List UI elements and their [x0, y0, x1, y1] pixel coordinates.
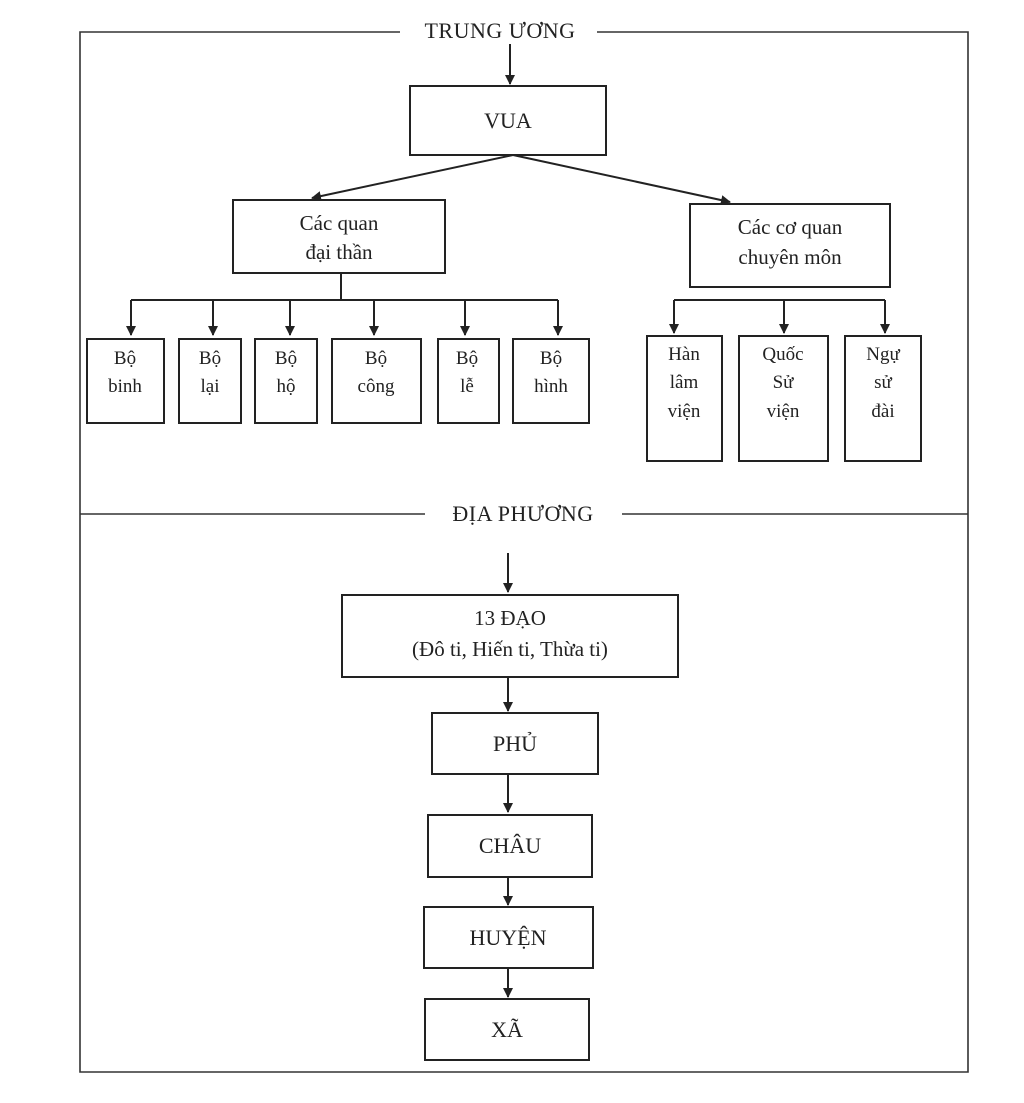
dao-box: 13 ĐẠO (Đô ti, Hiến ti, Thừa ti) — [341, 594, 679, 678]
local-heading: ĐỊA PHƯƠNG — [452, 501, 593, 526]
chau-label: CHÂU — [479, 833, 541, 858]
ministry-lai-line-2: lại — [201, 376, 220, 397]
ministry-box-le: Bộ lễ — [437, 338, 500, 424]
ministry-box-hinh: Bộ hình — [512, 338, 590, 424]
chau-box: CHÂU — [427, 814, 593, 878]
ministry-cong-line-2: công — [358, 376, 395, 397]
agency-quoc-su-vien-line-1: Quốc — [762, 344, 803, 365]
dao-label-line-2: (Đô ti, Hiến ti, Thừa ti) — [412, 637, 608, 661]
phu-label: PHỦ — [493, 731, 537, 756]
ministry-le-line-2: lễ — [460, 376, 474, 397]
agency-quoc-su-vien-line-3: viện — [767, 401, 800, 422]
specialized-label-line-1: Các cơ quan — [738, 215, 843, 239]
agency-han-lam-vien-line-1: Hàn — [668, 344, 700, 365]
xa-label: XÃ — [491, 1017, 523, 1042]
ministry-ho-line-2: hộ — [277, 376, 296, 397]
ministers-label-line-1: Các quan — [300, 211, 379, 235]
ministry-binh-line-2: binh — [108, 376, 142, 397]
huyen-label: HUYỆN — [470, 925, 547, 950]
agency-ngu-su-dai-line-2: sử — [874, 372, 892, 393]
central-heading: TRUNG ƯƠNG — [424, 18, 575, 43]
huyen-box: HUYỆN — [423, 906, 594, 969]
agency-ngu-su-dai-line-3: đài — [871, 401, 894, 422]
specialized-agencies-box: Các cơ quan chuyên môn — [689, 203, 891, 288]
king-label: VUA — [484, 108, 532, 133]
arrow-king-to-ministers — [311, 154, 514, 202]
ministry-ho-line-1: Bộ — [275, 348, 297, 369]
arrow-king-to-specialized — [512, 154, 731, 205]
ministry-hinh-line-1: Bộ — [540, 348, 562, 369]
ministry-le-line-1: Bộ — [456, 348, 478, 369]
phu-box: PHỦ — [431, 712, 599, 775]
dao-label-line-1: 13 ĐẠO — [474, 606, 546, 630]
agency-box-ngu-su-dai: Ngự sử đài — [844, 335, 922, 462]
frame-border — [79, 31, 969, 1073]
xa-box: XÃ — [424, 998, 590, 1061]
ministry-binh-line-1: Bộ — [114, 348, 136, 369]
agency-ngu-su-dai-line-1: Ngự — [866, 344, 900, 365]
agency-quoc-su-vien-line-2: Sử — [773, 372, 795, 393]
ministry-cong-line-1: Bộ — [365, 348, 387, 369]
ministry-box-binh: Bộ binh — [86, 338, 165, 424]
ministers-label-line-2: đại thần — [305, 240, 373, 264]
ministers-box: Các quan đại thần — [232, 199, 446, 274]
agency-han-lam-vien-line-2: lâm — [670, 372, 699, 393]
agency-box-quoc-su-vien: Quốc Sử viện — [738, 335, 829, 462]
king-box: VUA — [409, 85, 607, 156]
ministry-box-lai: Bộ lại — [178, 338, 242, 424]
ministry-box-cong: Bộ công — [331, 338, 422, 424]
ministry-lai-line-1: Bộ — [199, 348, 221, 369]
agency-box-han-lam-vien: Hàn lâm viện — [646, 335, 723, 462]
specialized-label-line-2: chuyên môn — [738, 245, 842, 269]
agency-han-lam-vien-line-3: viện — [668, 401, 701, 422]
ministry-box-ho: Bộ hộ — [254, 338, 318, 424]
ministry-hinh-line-2: hình — [534, 376, 568, 397]
